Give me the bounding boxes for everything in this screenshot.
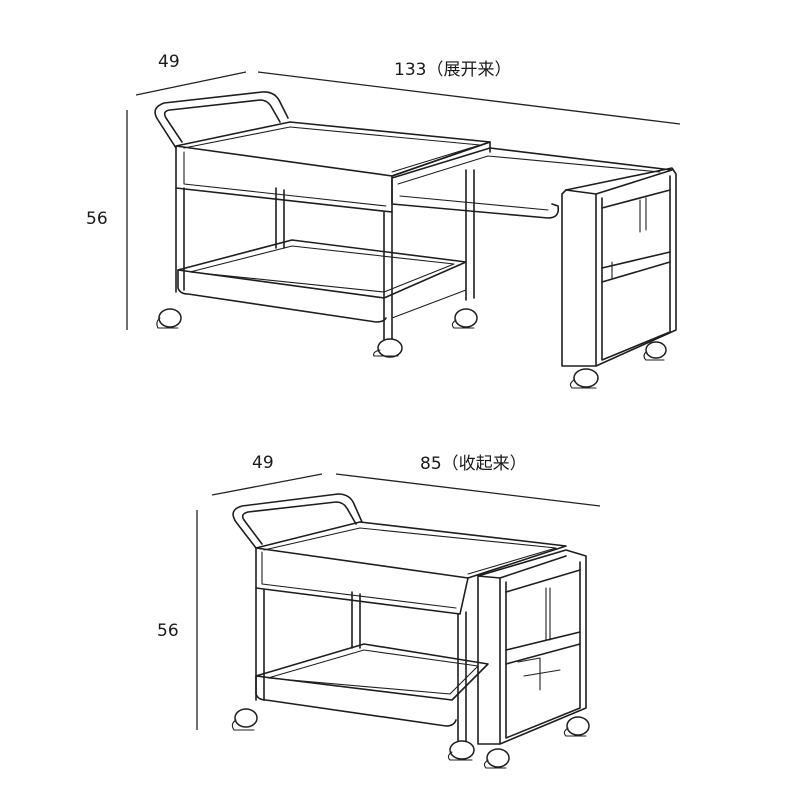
expanded-cart-figure: 49 133（展开来） 56 <box>86 52 681 389</box>
collapsed-height-label: 56 <box>157 621 179 641</box>
expanded-width-dimension-line <box>257 71 681 125</box>
expanded-width-label: 133（展开来） <box>394 60 511 80</box>
collapsed-depth-dimension-line <box>211 473 323 496</box>
collapsed-depth-label: 49 <box>252 453 274 473</box>
collapsed-width-label: 85（收起来） <box>420 454 527 474</box>
collapsed-cart-drawing <box>231 493 590 769</box>
expanded-depth-dimension-line <box>135 71 247 96</box>
expanded-cart-drawing <box>154 91 677 389</box>
collapsed-cart-figure: 49 85（收起来） 56 <box>157 453 601 769</box>
collapsed-width-dimension-line <box>335 473 601 507</box>
expanded-height-label: 56 <box>86 209 108 229</box>
expanded-depth-label: 49 <box>158 52 180 72</box>
